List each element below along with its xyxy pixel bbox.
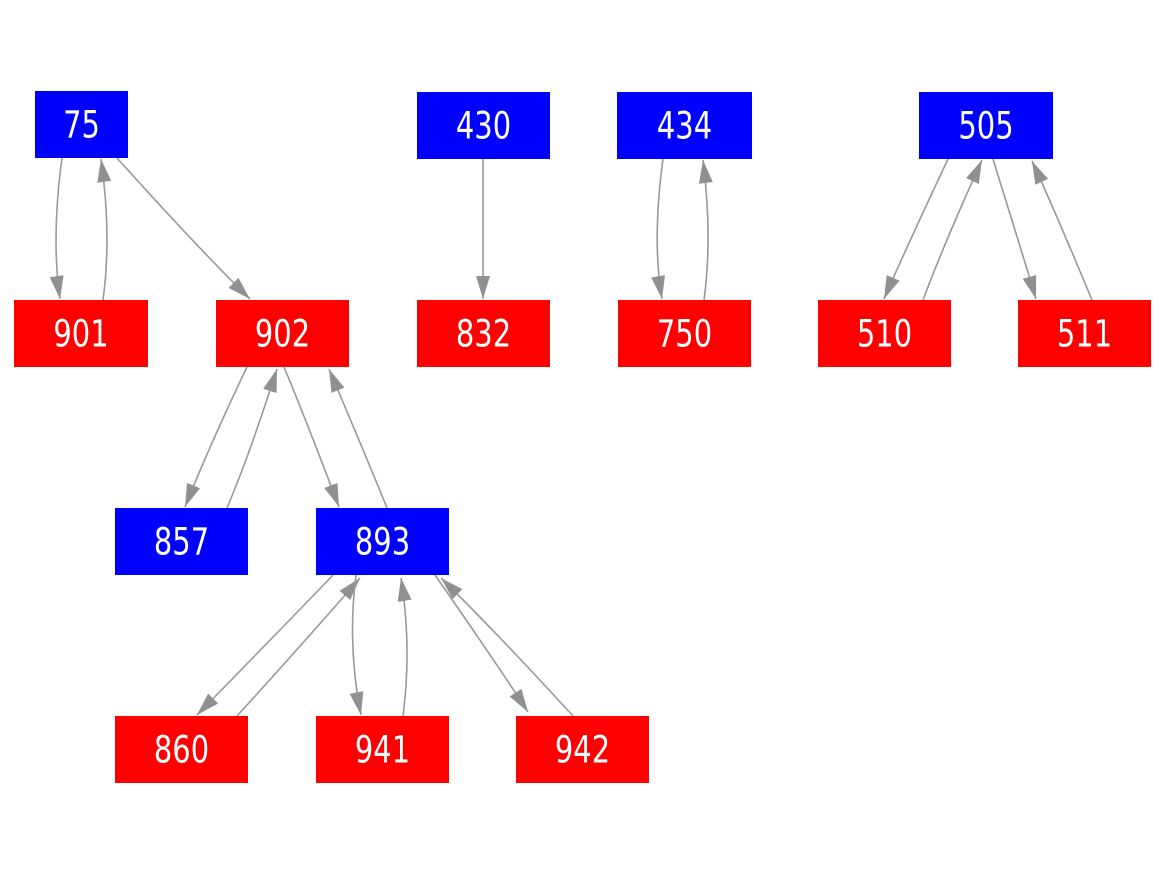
node-box-505 <box>919 92 1053 159</box>
edge-902-893 <box>283 366 340 508</box>
node-label-750: 750 <box>657 313 712 356</box>
node-label-505: 505 <box>958 105 1013 148</box>
node-label-902: 902 <box>255 313 310 356</box>
node-label-941: 941 <box>355 729 410 772</box>
edge-75-901 <box>49 157 64 300</box>
edge-505-510 <box>883 158 949 300</box>
edge-434-750 <box>651 158 666 300</box>
node-857: 857 <box>115 508 248 575</box>
node-label-430: 430 <box>456 105 511 148</box>
node-label-510: 510 <box>857 313 912 356</box>
node-box-902 <box>216 300 349 367</box>
node-box-75 <box>35 91 128 158</box>
node-box-860 <box>115 716 248 783</box>
edge-902-857 <box>184 366 248 508</box>
node-box-857 <box>115 508 248 575</box>
node-label-893: 893 <box>355 521 410 564</box>
node-893: 893 <box>316 508 449 575</box>
node-label-75: 75 <box>63 104 100 147</box>
node-box-750 <box>618 300 751 367</box>
node-901: 901 <box>14 300 148 367</box>
node-75: 75 <box>35 91 128 158</box>
node-505: 505 <box>919 92 1053 159</box>
node-box-434 <box>617 92 752 159</box>
node-750: 750 <box>618 300 751 367</box>
node-510: 510 <box>818 300 951 367</box>
edge-942-893 <box>440 577 574 717</box>
node-label-860: 860 <box>154 729 209 772</box>
node-label-511: 511 <box>1057 313 1112 356</box>
node-511: 511 <box>1018 300 1151 367</box>
node-box-901 <box>14 300 148 367</box>
node-label-942: 942 <box>555 729 610 772</box>
node-832: 832 <box>417 300 550 367</box>
edge-510-505 <box>922 159 983 301</box>
node-430: 430 <box>417 92 550 159</box>
node-902: 902 <box>216 300 349 367</box>
node-label-832: 832 <box>456 313 511 356</box>
node-box-511 <box>1018 300 1151 367</box>
node-box-942 <box>516 716 649 783</box>
node-box-430 <box>417 92 550 159</box>
edge-893-941 <box>349 574 364 716</box>
node-label-901: 901 <box>53 313 108 356</box>
node-box-832 <box>417 300 550 367</box>
edge-75-902 <box>116 157 251 300</box>
edge-505-511 <box>992 158 1037 300</box>
node-box-893 <box>316 508 449 575</box>
edge-893-902 <box>328 368 388 509</box>
node-860: 860 <box>115 716 248 783</box>
node-label-857: 857 <box>154 521 209 564</box>
edge-860-893 <box>236 577 361 717</box>
node-box-941 <box>316 716 449 783</box>
node-434: 434 <box>617 92 752 159</box>
edge-750-434 <box>698 159 713 301</box>
node-label-434: 434 <box>657 105 712 148</box>
edge-941-893 <box>397 577 412 717</box>
edge-901-75 <box>97 158 112 301</box>
node-941: 941 <box>316 716 449 783</box>
edge-893-860 <box>196 574 334 716</box>
node-942: 942 <box>516 716 649 783</box>
node-box-510 <box>818 300 951 367</box>
edge-857-902 <box>226 368 278 509</box>
edge-511-505 <box>1031 160 1093 301</box>
